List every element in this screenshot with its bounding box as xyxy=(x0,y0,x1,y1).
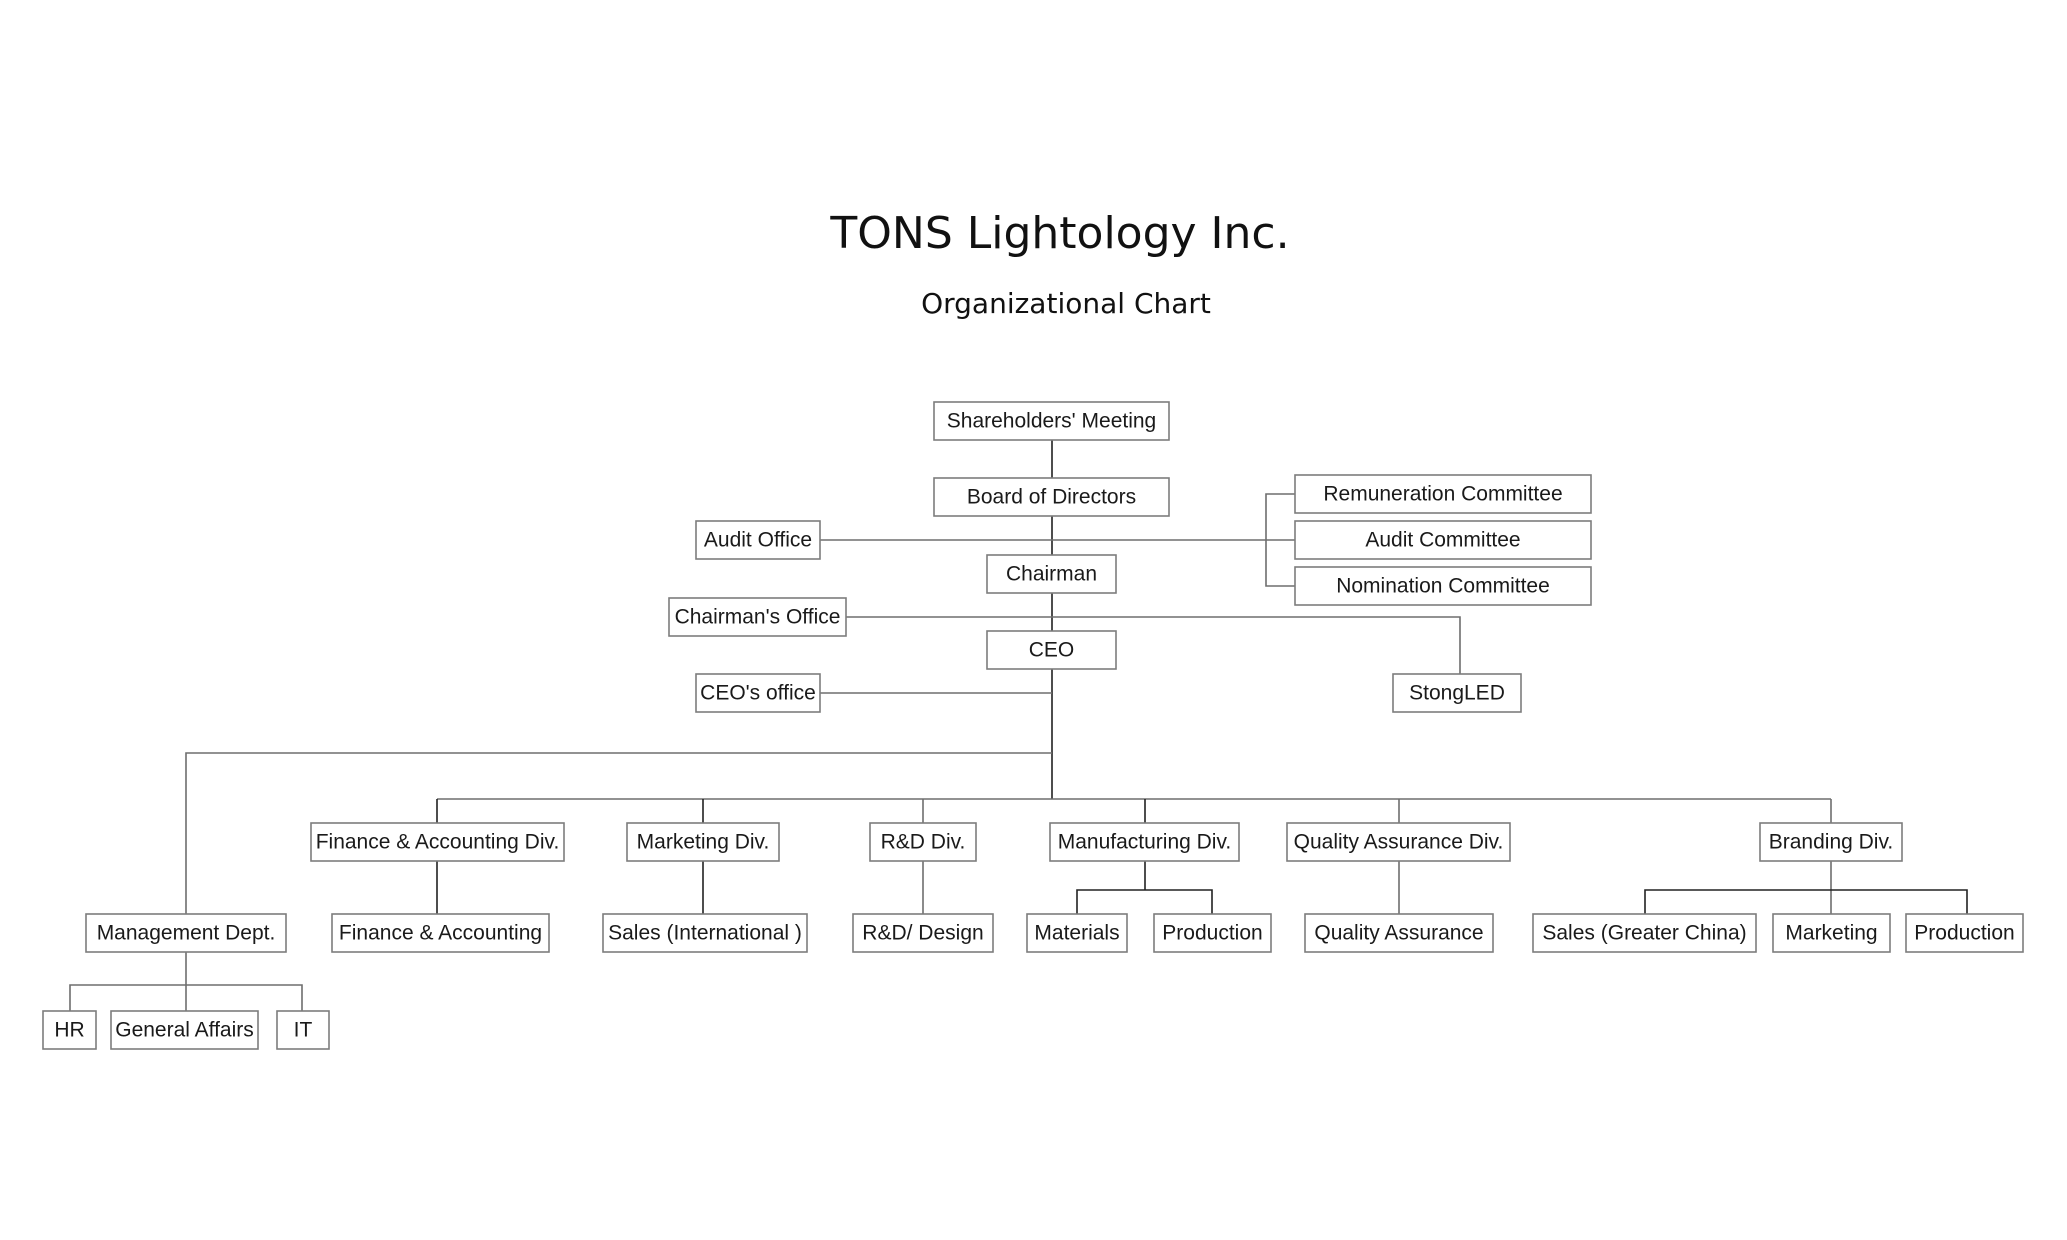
page-title: TONS Lightology Inc. xyxy=(830,208,1290,259)
node-label: IT xyxy=(294,1019,313,1042)
node-rd-design[interactable]: R&D/ Design xyxy=(852,913,994,953)
node-label: Sales (International ) xyxy=(608,922,802,945)
node-audit-committee[interactable]: Audit Committee xyxy=(1294,520,1592,560)
node-quality-assurance[interactable]: Quality Assurance xyxy=(1304,913,1494,953)
node-label: Board of Directors xyxy=(967,486,1136,509)
node-label: Finance & Accounting xyxy=(339,922,542,945)
node-label: Quality Assurance Div. xyxy=(1294,831,1504,854)
node-audit-office[interactable]: Audit Office xyxy=(695,520,821,560)
connector-management xyxy=(185,752,1052,914)
node-nomination-committee[interactable]: Nomination Committee xyxy=(1294,566,1592,606)
node-it[interactable]: IT xyxy=(276,1010,330,1050)
node-stongled[interactable]: StongLED xyxy=(1392,673,1522,713)
node-label: Finance & Accounting Div. xyxy=(316,831,560,854)
node-label: CEO xyxy=(1029,639,1075,662)
node-ceos-office[interactable]: CEO's office xyxy=(695,673,821,713)
node-materials[interactable]: Materials xyxy=(1026,913,1128,953)
node-rd-div[interactable]: R&D Div. xyxy=(869,822,977,862)
node-marketing-div[interactable]: Marketing Div. xyxy=(626,822,780,862)
node-sales-international[interactable]: Sales (International ) xyxy=(602,913,808,953)
node-label: Management Dept. xyxy=(97,922,276,945)
node-label: Production xyxy=(1162,922,1262,945)
node-label: Manufacturing Div. xyxy=(1058,831,1232,854)
node-management-dept[interactable]: Management Dept. xyxy=(85,913,287,953)
node-label: Audit Office xyxy=(704,529,812,552)
node-label: Materials xyxy=(1034,922,1119,945)
node-label: Chairman xyxy=(1006,563,1097,586)
node-label: Nomination Committee xyxy=(1336,575,1550,598)
node-label: Production xyxy=(1914,922,2014,945)
node-finance-accounting-div[interactable]: Finance & Accounting Div. xyxy=(310,822,565,862)
node-label: Marketing xyxy=(1785,922,1877,945)
node-manufacturing-div[interactable]: Manufacturing Div. xyxy=(1049,822,1240,862)
node-label: Shareholders' Meeting xyxy=(947,410,1156,433)
node-sales-greater-china[interactable]: Sales (Greater China) xyxy=(1532,913,1757,953)
node-board-of-directors[interactable]: Board of Directors xyxy=(933,477,1170,517)
node-label: Chairman's Office xyxy=(675,606,841,629)
node-label: Sales (Greater China) xyxy=(1542,922,1746,945)
node-label: Quality Assurance xyxy=(1314,922,1483,945)
node-manufacturing-production[interactable]: Production xyxy=(1153,913,1272,953)
node-chairman[interactable]: Chairman xyxy=(986,554,1117,594)
node-branding-marketing[interactable]: Marketing xyxy=(1772,913,1891,953)
page-subtitle: Organizational Chart xyxy=(921,287,1211,320)
connector-chairmans-office xyxy=(846,616,1461,674)
node-quality-assurance-div[interactable]: Quality Assurance Div. xyxy=(1286,822,1511,862)
node-ceo[interactable]: CEO xyxy=(986,630,1117,670)
node-branding-production[interactable]: Production xyxy=(1905,913,2024,953)
node-label: Audit Committee xyxy=(1365,529,1520,552)
node-label: R&D/ Design xyxy=(862,922,983,945)
node-label: StongLED xyxy=(1409,682,1505,705)
node-remuneration-committee[interactable]: Remuneration Committee xyxy=(1294,474,1592,514)
connector-committees xyxy=(1265,493,1295,587)
node-label: General Affairs xyxy=(115,1019,254,1042)
node-label: HR xyxy=(54,1019,84,1042)
node-chairmans-office[interactable]: Chairman's Office xyxy=(668,597,847,637)
node-hr[interactable]: HR xyxy=(42,1010,97,1050)
connectors xyxy=(69,440,1968,1011)
node-label: Remuneration Committee xyxy=(1323,483,1562,506)
node-finance-accounting[interactable]: Finance & Accounting xyxy=(331,913,550,953)
node-label: Branding Div. xyxy=(1769,831,1894,854)
connector-branding-bus xyxy=(1644,889,1968,914)
node-branding-div[interactable]: Branding Div. xyxy=(1759,822,1903,862)
connector-mfg-bus xyxy=(1076,889,1213,914)
node-general-affairs[interactable]: General Affairs xyxy=(110,1010,259,1050)
connector-mgmt-bus xyxy=(69,984,303,1011)
node-label: Marketing Div. xyxy=(637,831,770,854)
node-label: CEO's office xyxy=(700,682,816,705)
node-label: R&D Div. xyxy=(881,831,966,854)
node-shareholders-meeting[interactable]: Shareholders' Meeting xyxy=(933,401,1170,441)
